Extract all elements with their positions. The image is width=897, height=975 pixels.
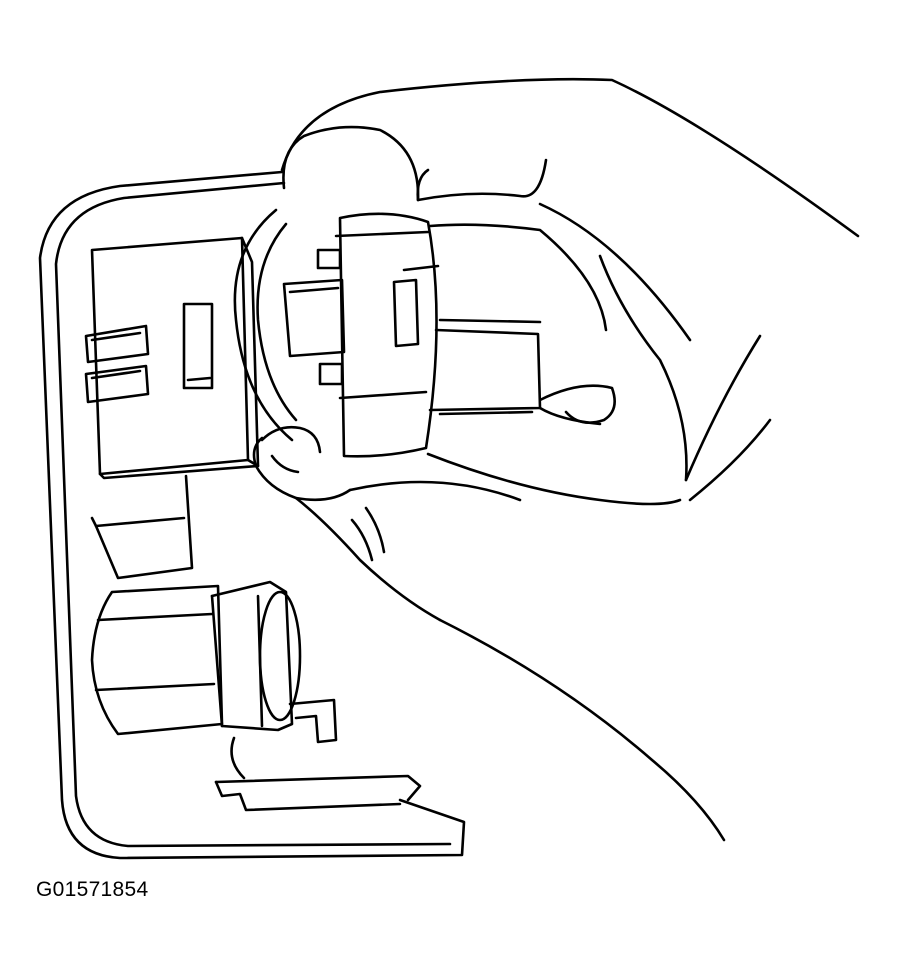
socket-body <box>90 584 224 736</box>
mounting-panel <box>38 170 466 860</box>
socket-face <box>258 590 302 722</box>
bracket <box>90 474 194 580</box>
rocker-button-upper <box>84 324 150 364</box>
slot-indicator <box>182 302 214 390</box>
hex-nut <box>210 580 294 732</box>
socket-tab <box>288 698 338 744</box>
rocker-button-lower <box>84 364 150 404</box>
switch-module <box>90 236 260 480</box>
switch-connector <box>233 208 542 458</box>
hand <box>252 77 860 842</box>
lower-tab <box>214 736 422 812</box>
figure-id-label: G01571854 <box>36 878 149 901</box>
